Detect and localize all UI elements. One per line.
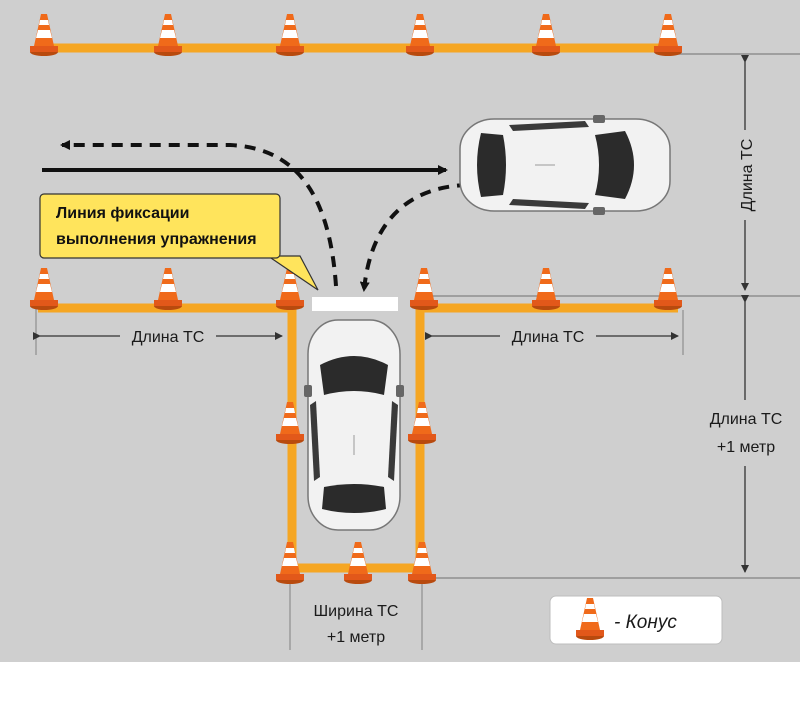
label-length-left: Длина ТС [132, 329, 205, 346]
label-length-plus-2: +1 метр [717, 439, 775, 456]
dimension-width: Ширина ТС +1 метр [314, 603, 399, 646]
reverse-dashed-arrow [359, 183, 469, 292]
dimension-mid-right: Длина ТС [425, 324, 679, 348]
callout-line2: выполнения упражнения [56, 231, 257, 248]
fixation-callout: Линия фиксации выполнения упражнения [39, 193, 319, 291]
car-top [459, 114, 671, 216]
legend: - Конус [549, 595, 723, 645]
legend-label: - Конус [614, 612, 677, 633]
label-length-top-right: Длина ТС [739, 139, 756, 212]
dimension-length-plus: Длина ТС +1 метр [700, 295, 796, 573]
label-length-plus-1: Длина ТС [710, 411, 783, 428]
label-length-mid-right: Длина ТС [512, 329, 585, 346]
dimension-left: Длина ТС [33, 324, 283, 348]
movement-arrows [42, 140, 469, 292]
dimension-top-right: Длина ТС [732, 55, 758, 291]
fixation-line [312, 297, 398, 311]
label-width-1: Ширина ТС [314, 603, 399, 620]
label-width-2: +1 метр [327, 629, 385, 646]
car-parked [303, 319, 405, 531]
callout-line1: Линия фиксации [56, 205, 189, 222]
